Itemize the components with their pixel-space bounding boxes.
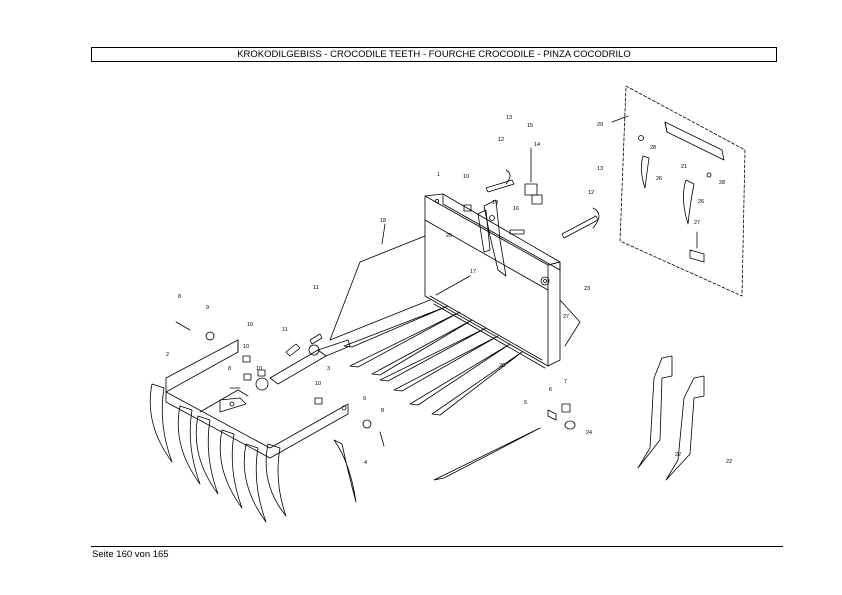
callout-26-b: 26 [698,199,704,205]
part-10-nut-cyl-c [257,369,266,377]
part-11-hose-fitting-a [285,343,301,357]
part-28-screw-b [706,172,712,178]
callout-4: 4 [364,460,367,466]
callout-16: 16 [513,206,519,212]
callout-18: 18 [380,218,386,224]
part-12-bolt-top [485,179,515,193]
callout-9-a: 9 [206,305,209,311]
part-12-bolt-right [561,215,599,239]
part-8-bolt-a [175,321,191,331]
callout-24: 24 [586,430,592,436]
part-22-tooth-b [665,375,705,481]
callout-10-a: 10 [247,322,253,328]
callout-8-a: 8 [178,294,181,300]
callout-13-a: 13 [506,115,512,121]
part-9-washer-a [205,331,215,341]
part-3-cylinder [255,339,351,391]
callout-3: 3 [327,366,330,372]
part-11-hose-fitting-b [309,333,323,345]
callout-1: 1 [437,172,440,178]
callout-11-a: 11 [313,285,319,291]
callout-10-d: 10 [463,174,469,180]
callout-29: 29 [597,122,603,128]
part-10-nut-top [463,204,472,212]
callout-15: 15 [527,123,533,129]
callout-20: 20 [446,233,452,239]
part-27-block [689,249,705,263]
callout-12-a: 12 [498,137,504,143]
callout-11-b: 11 [282,327,288,333]
page-number: Seite 160 von 165 [92,549,169,560]
part-10-nut-cyl-a [242,355,251,363]
callout-27: 27 [694,220,700,226]
callout-8-c: 8 [381,408,384,414]
part-26-clip-a [641,155,650,189]
part-8-bolt-c [379,431,385,447]
part-21-plate [664,121,725,161]
part-9-washer-b [362,419,372,429]
part-20-bracket [477,209,491,253]
callout-26-a: 26 [656,176,662,182]
callout-12-b: 12 [588,190,594,196]
callout-22-b: 22 [726,459,732,465]
callout-10-b: 10 [256,366,262,372]
part-26-clip-b [683,179,695,225]
part-24-bushing [564,420,576,430]
main-frame-tines [343,305,523,416]
part-4-tine [333,439,357,503]
part-19-bracket [483,199,507,277]
part-5-tine [433,427,541,481]
page-title: KROKODILGEBISS - CROCODILE TEETH - FOURC… [91,47,777,62]
footer-divider [91,546,783,547]
part-28-screw-a [638,135,644,141]
callout-2: 2 [166,352,169,358]
callout-27-b: 27 [563,314,569,320]
part-22-tooth-a [637,355,673,469]
callout-14: 14 [534,142,540,148]
part-10-nut-a [243,373,252,381]
part-13-pin-top [505,169,511,185]
jaw-tines [149,383,287,523]
callout-9-b: 9 [363,396,366,402]
callout-19: 19 [492,200,498,206]
part-16-pin [509,229,525,235]
callout-23: 23 [584,286,590,292]
callout-10-c: 10 [315,381,321,387]
callout-10-e: 10 [243,344,249,350]
callout-5: 5 [524,400,527,406]
callout-21: 21 [681,164,687,170]
callout-7: 7 [564,379,567,385]
callout-6: 6 [549,387,552,393]
part-7-nut [561,403,571,413]
callout-28-a: 28 [650,145,656,151]
part-13-pin-right [592,207,600,229]
part-14-clamp [524,183,543,205]
callout-22-a: 22 [675,452,681,458]
callout-25: 25 [499,363,505,369]
callout-13-b: 13 [597,166,603,172]
callout-28-b: 28 [719,180,725,186]
part-2-jaw [165,339,349,459]
callout-8-b: 8 [228,366,231,372]
part-1-frame [329,193,581,369]
part-6-plate [547,409,557,421]
part-10-nut-cyl-b [314,397,323,405]
parts-panel-dashed [619,85,746,297]
callout-17: 17 [470,269,476,275]
